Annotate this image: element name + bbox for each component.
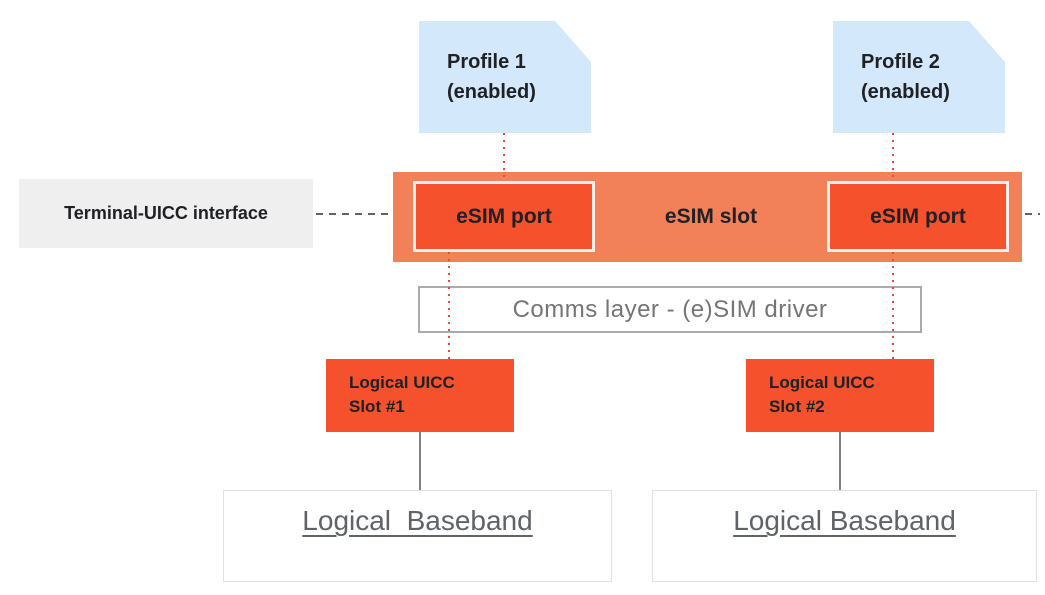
port-1-to-uicc-slot-1-dotted-line [448,252,450,359]
profile-2-name: Profile 2 [861,51,940,73]
logical-uicc-slot-2-box: Logical UICC Slot #2 [746,359,934,432]
slot-right-dashed-stub [1025,213,1040,215]
esim-port-1-label: eSIM port [456,204,552,228]
logical-baseband-2-label: Logical Baseband [733,505,956,536]
esim-slot-label: eSIM slot [664,205,758,228]
profile-1-status: (enabled) [447,81,536,103]
terminal-uicc-interface-box: Terminal-UICC interface [19,179,313,248]
logical-baseband-1-box: Logical Baseband [223,490,612,582]
logical-uicc-slot-1-line1: Logical UICC [349,373,455,392]
logical-uicc-slot-1-line2: Slot #1 [349,397,405,416]
terminal-uicc-interface-label: Terminal-UICC interface [64,203,268,223]
port-2-to-uicc-slot-2-dotted-line [892,252,894,359]
logical-uicc-slot-2-line2: Slot #2 [769,397,825,416]
logical-baseband-1-label: Logical Baseband [302,505,533,536]
profile-1-card: Profile 1 (enabled) [419,21,591,133]
esim-port-2-label: eSIM port [870,204,966,228]
logical-baseband-2-box: Logical Baseband [652,490,1037,582]
comms-layer-label: Comms layer - (e)SIM driver [512,295,828,323]
esim-port-1: eSIM port [413,181,595,252]
esim-slot-band: eSIM port eSIM slot eSIM port [393,172,1022,262]
uicc-slot-2-to-baseband-line [839,432,841,490]
profile-2-card: Profile 2 (enabled) [833,21,1005,133]
profile-2-to-port-2-dotted-line [892,133,894,179]
profile-1-name: Profile 1 [447,51,526,73]
esim-port-2: eSIM port [827,181,1009,252]
terminal-to-slot-dashed-line [316,213,393,215]
profile-1-to-port-1-dotted-line [503,133,505,179]
comms-layer-box: Comms layer - (e)SIM driver [418,286,922,333]
logical-uicc-slot-2-line1: Logical UICC [769,373,875,392]
logical-uicc-slot-1-box: Logical UICC Slot #1 [326,359,514,432]
profile-2-status: (enabled) [861,81,950,103]
uicc-slot-1-to-baseband-line [419,432,421,490]
